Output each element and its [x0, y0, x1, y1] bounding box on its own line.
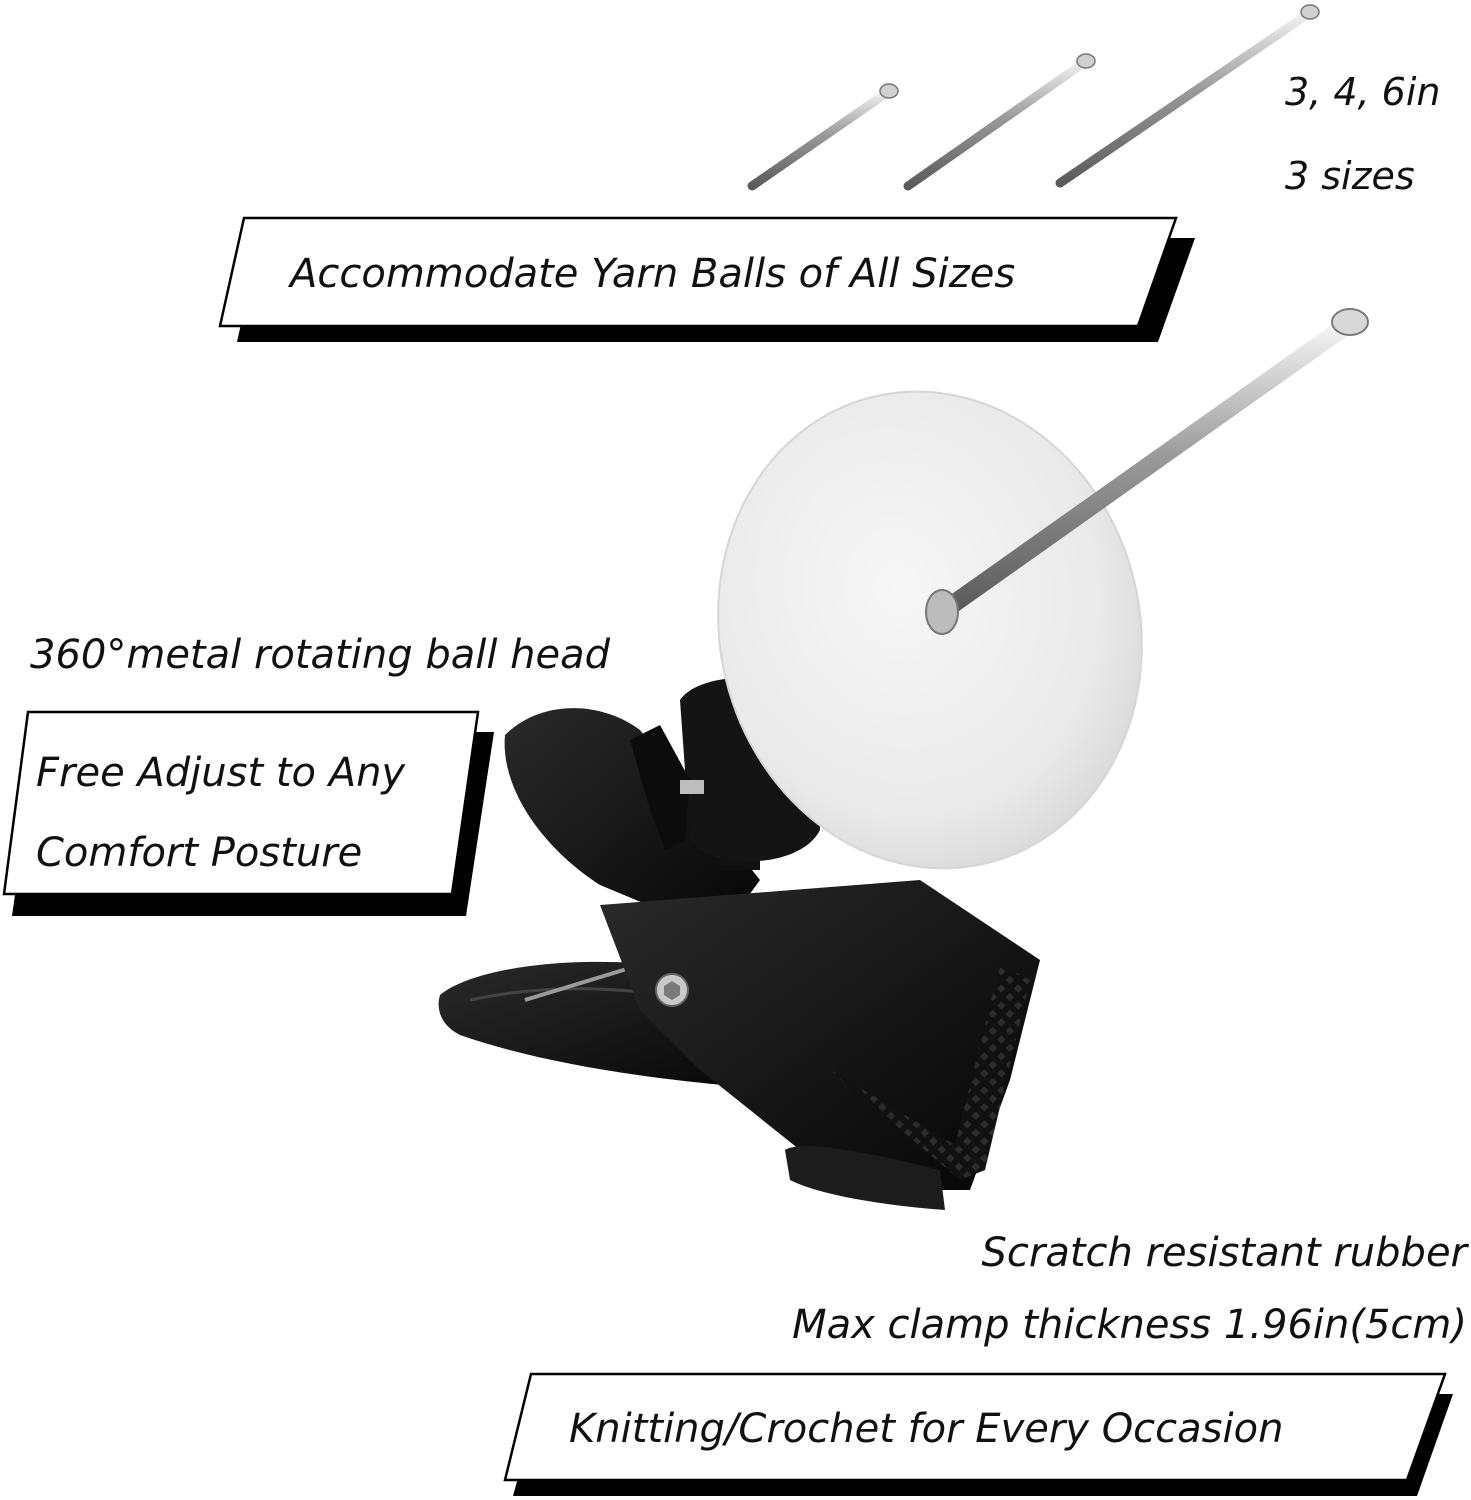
banner-top-frame [218, 216, 1195, 342]
banner-left-frame [2, 710, 494, 916]
banner-bottom: Knitting/Crochet for Every Occasion [503, 1372, 1455, 1496]
yarn-disc [717, 390, 1143, 870]
spring-clamp [438, 708, 1040, 1210]
banner-left-line2: Comfort Posture [36, 830, 363, 876]
banner-bottom-frame [503, 1372, 1453, 1496]
pin-count-caption: 3 sizes [1285, 154, 1415, 198]
clamp-thickness-caption: Max clamp thickness 1.96in(5cm) [792, 1302, 1467, 1348]
pin-small [747, 83, 899, 191]
pin-sizes-caption: 3, 4, 6in [1285, 70, 1441, 114]
banner-top-text: Accommodate Yarn Balls of All Sizes [290, 251, 1016, 297]
banner-left-line1: Free Adjust to Any [36, 750, 406, 796]
pin-large [1055, 4, 1320, 188]
banner-bottom-text: Knitting/Crochet for Every Occasion [569, 1406, 1284, 1452]
spindle-pin [925, 308, 1369, 635]
pin-medium [903, 53, 1096, 191]
banner-left: Free Adjust to Any Comfort Posture [2, 710, 494, 916]
rubber-caption: Scratch resistant rubber [981, 1230, 1467, 1276]
ball-head-caption: 360°metal rotating ball head [30, 632, 611, 678]
banner-top: Accommodate Yarn Balls of All Sizes [218, 216, 1200, 342]
